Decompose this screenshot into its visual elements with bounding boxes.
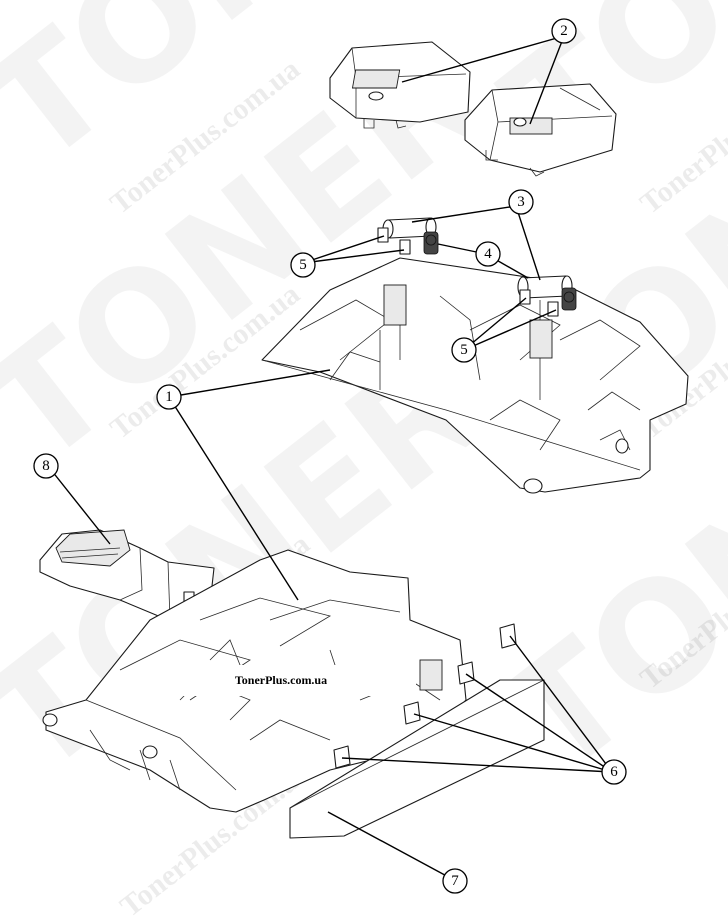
part-roller-gear-right — [561, 287, 577, 311]
callout-7: 7 — [442, 868, 468, 894]
callout-label: 3 — [517, 194, 525, 210]
callout-6: 6 — [601, 759, 627, 785]
callout-2: 2 — [551, 18, 577, 44]
part-roller-gear-left — [423, 231, 439, 255]
callout-label: 7 — [451, 873, 459, 889]
callout-label: 4 — [484, 246, 492, 262]
callout-1: 1 — [156, 384, 182, 410]
callout-label: 8 — [42, 458, 50, 474]
callout-label: 1 — [165, 389, 173, 405]
part-separation-cover-left — [329, 41, 471, 129]
callout-5-right: 5 — [451, 337, 477, 363]
site-label: TonerPlus.com.ua — [234, 673, 328, 687]
callout-label: 5 — [299, 257, 307, 273]
part-bushings — [377, 227, 559, 317]
callout-label: 5 — [460, 342, 468, 358]
part-clips — [333, 623, 517, 769]
part-separation-strip — [289, 679, 545, 839]
callout-8: 8 — [33, 453, 59, 479]
callout-5-left: 5 — [290, 252, 316, 278]
callout-3: 3 — [508, 189, 534, 215]
site-label-box: TonerPlus.com.ua — [146, 665, 416, 696]
callout-label: 6 — [610, 764, 618, 780]
part-separation-cover-right — [464, 83, 617, 177]
callout-4: 4 — [475, 241, 501, 267]
leader-lines — [47, 35, 613, 881]
part-upper-tray-assembly — [261, 257, 689, 494]
callout-label: 2 — [560, 23, 568, 39]
